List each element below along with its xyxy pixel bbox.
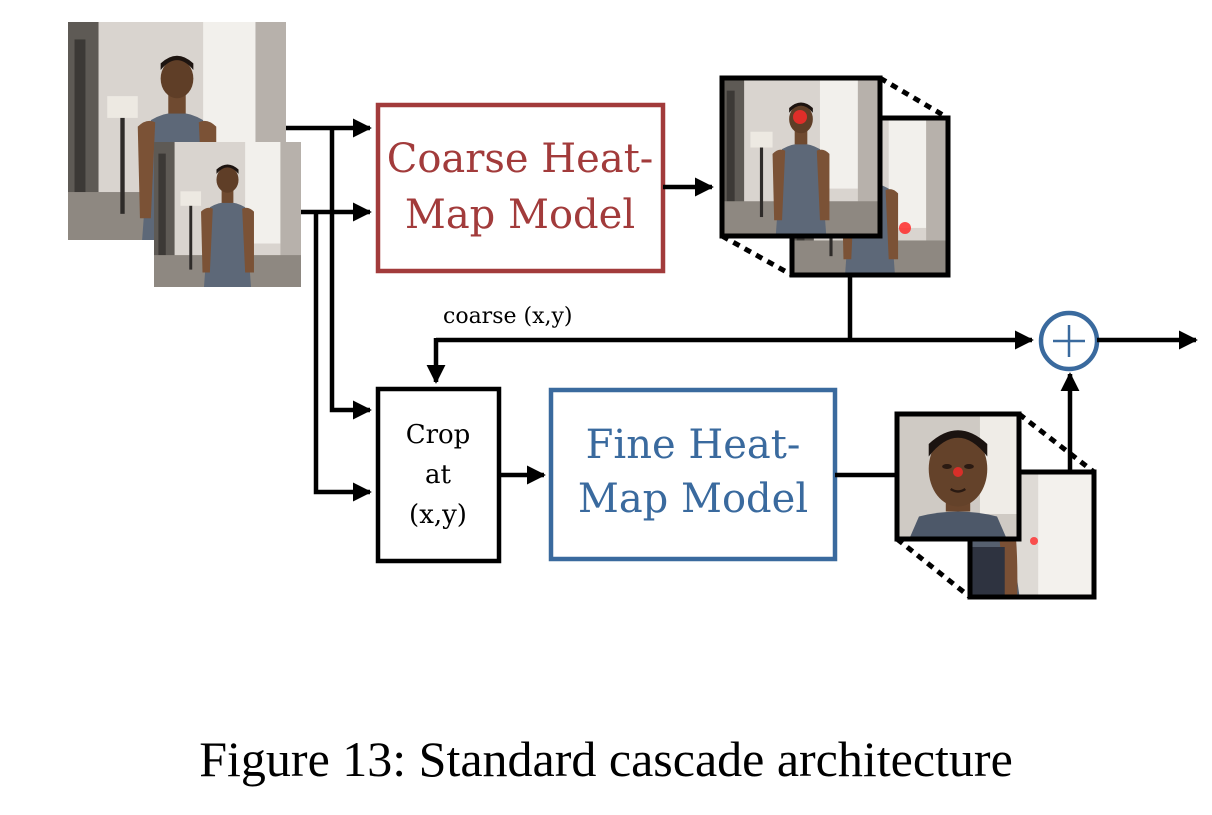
crop-label-line2: at bbox=[425, 460, 452, 490]
crop-label-line3: (x,y) bbox=[409, 500, 467, 530]
coarse-model-label-line1: Coarse Heat- bbox=[387, 136, 654, 182]
input-frame-2 bbox=[154, 142, 301, 287]
heatmap-peak-marker bbox=[1030, 537, 1038, 545]
fine-model-label-line1: Fine Heat- bbox=[586, 422, 801, 468]
heatmap-peak-marker bbox=[793, 110, 807, 124]
dotted-connector-top bbox=[878, 75, 950, 121]
figure-caption: Figure 13: Standard cascade architecture bbox=[199, 731, 1013, 787]
heatmap-peak-marker bbox=[899, 222, 911, 234]
dotted-connector-bottom bbox=[895, 537, 972, 599]
fine-model-label-line2: Map Model bbox=[578, 476, 808, 522]
coarse-model-box bbox=[375, 102, 666, 274]
crop-label-line1: Crop bbox=[406, 420, 471, 450]
crop-box bbox=[375, 386, 502, 564]
sum-node bbox=[1038, 310, 1100, 372]
coarse-model-label-line2: Map Model bbox=[405, 192, 635, 238]
dotted-connector-top bbox=[1017, 412, 1096, 474]
fine-heatmap-front bbox=[894, 411, 1022, 542]
coarse-heatmap-model: Coarse Heat- Map Model bbox=[375, 102, 666, 274]
arrow-input1-to-crop bbox=[329, 128, 372, 420]
coarse-xy-label: coarse (x,y) bbox=[443, 304, 573, 329]
input-wiring bbox=[286, 118, 372, 502]
arrow-input2-to-crop bbox=[313, 212, 372, 502]
fine-heatmap-model: Fine Heat- Map Model bbox=[548, 387, 838, 562]
fine-model-box bbox=[548, 387, 838, 562]
crop-block: Crop at (x,y) bbox=[375, 386, 502, 564]
coarse-heatmap-front bbox=[719, 75, 883, 239]
fine-heatmap-stack bbox=[894, 411, 1097, 600]
heatmap-peak-marker bbox=[953, 467, 963, 477]
dotted-connector-bottom bbox=[720, 233, 794, 278]
coarse-heatmap-stack bbox=[719, 75, 951, 278]
coarse-xy-wiring bbox=[426, 275, 1034, 384]
